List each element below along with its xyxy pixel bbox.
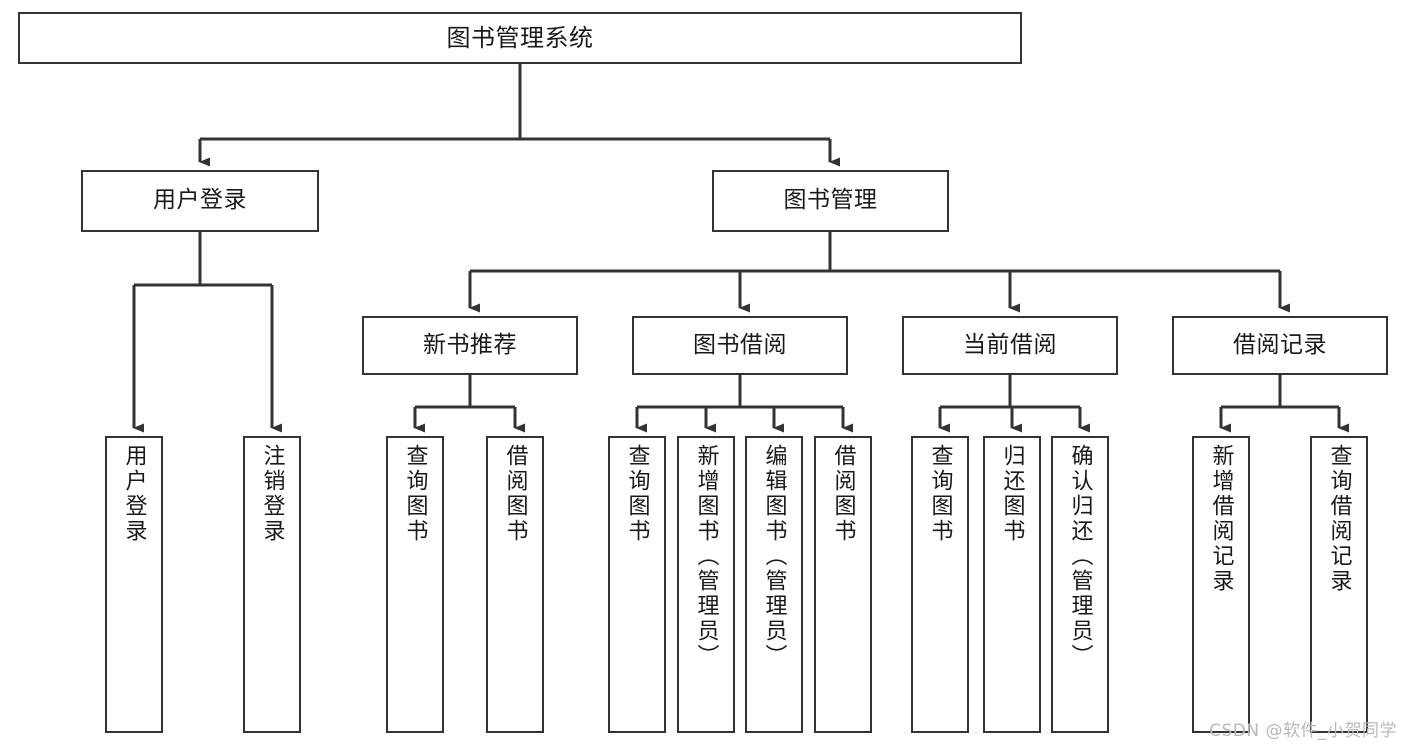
node-leaf-borrow-book-label: 借阅图书 [830, 444, 856, 544]
node-borrow-records[interactable]: 借阅记录 [1172, 316, 1388, 375]
node-leaf-add-book[interactable]: 新增图书（管理员） [677, 436, 735, 733]
node-leaf-query-borrow-record[interactable]: 查询借阅记录 [1310, 436, 1368, 733]
node-user-login-label: 用户登录 [153, 187, 247, 214]
node-leaf-query-book-current[interactable]: 查询图书 [911, 436, 969, 733]
csdn-watermark: CSDN @软件_小贺同学 [1209, 721, 1397, 741]
node-current-borrow[interactable]: 当前借阅 [902, 316, 1118, 375]
node-book-management-label: 图书管理 [783, 187, 878, 214]
node-book-management[interactable]: 图书管理 [712, 170, 949, 232]
node-leaf-add-borrow-record[interactable]: 新增借阅记录 [1192, 436, 1250, 733]
node-leaf-confirm-return-label: 确认归还（管理员） [1067, 444, 1093, 669]
node-leaf-edit-book[interactable]: 编辑图书（管理员） [745, 436, 803, 733]
node-leaf-borrow-book[interactable]: 借阅图书 [814, 436, 872, 733]
node-leaf-add-book-label: 新增图书（管理员） [693, 444, 719, 669]
node-leaf-add-borrow-record-label: 新增借阅记录 [1208, 444, 1234, 594]
node-leaf-borrow-book-recommend-label: 借阅图书 [502, 444, 528, 544]
node-leaf-query-book-borrow[interactable]: 查询图书 [608, 436, 666, 733]
node-leaf-query-borrow-record-label: 查询借阅记录 [1326, 444, 1352, 594]
node-user-login[interactable]: 用户登录 [81, 170, 319, 232]
node-borrow-records-label: 借阅记录 [1233, 331, 1327, 358]
node-new-book-recommend[interactable]: 新书推荐 [362, 316, 578, 375]
node-root-label: 图书管理系统 [446, 23, 594, 52]
node-leaf-query-book-recommend[interactable]: 查询图书 [386, 436, 444, 733]
node-leaf-user-logout-label: 注销登录 [259, 444, 285, 544]
node-leaf-user-logout[interactable]: 注销登录 [243, 436, 301, 733]
node-leaf-return-book-label: 归还图书 [999, 444, 1025, 544]
node-leaf-edit-book-label: 编辑图书（管理员） [761, 444, 787, 669]
node-leaf-query-book-recommend-label: 查询图书 [402, 444, 428, 544]
node-leaf-return-book[interactable]: 归还图书 [983, 436, 1041, 733]
node-book-borrow[interactable]: 图书借阅 [632, 316, 848, 375]
node-new-book-recommend-label: 新书推荐 [423, 331, 517, 358]
node-leaf-borrow-book-recommend[interactable]: 借阅图书 [486, 436, 544, 733]
node-leaf-user-login-label: 用户登录 [121, 444, 147, 544]
node-leaf-query-book-current-label: 查询图书 [927, 444, 953, 544]
node-leaf-user-login[interactable]: 用户登录 [105, 436, 163, 733]
node-leaf-query-book-borrow-label: 查询图书 [624, 444, 650, 544]
node-leaf-confirm-return[interactable]: 确认归还（管理员） [1051, 436, 1109, 733]
node-current-borrow-label: 当前借阅 [963, 331, 1057, 358]
node-book-borrow-label: 图书借阅 [693, 331, 787, 358]
node-root[interactable]: 图书管理系统 [18, 12, 1022, 64]
